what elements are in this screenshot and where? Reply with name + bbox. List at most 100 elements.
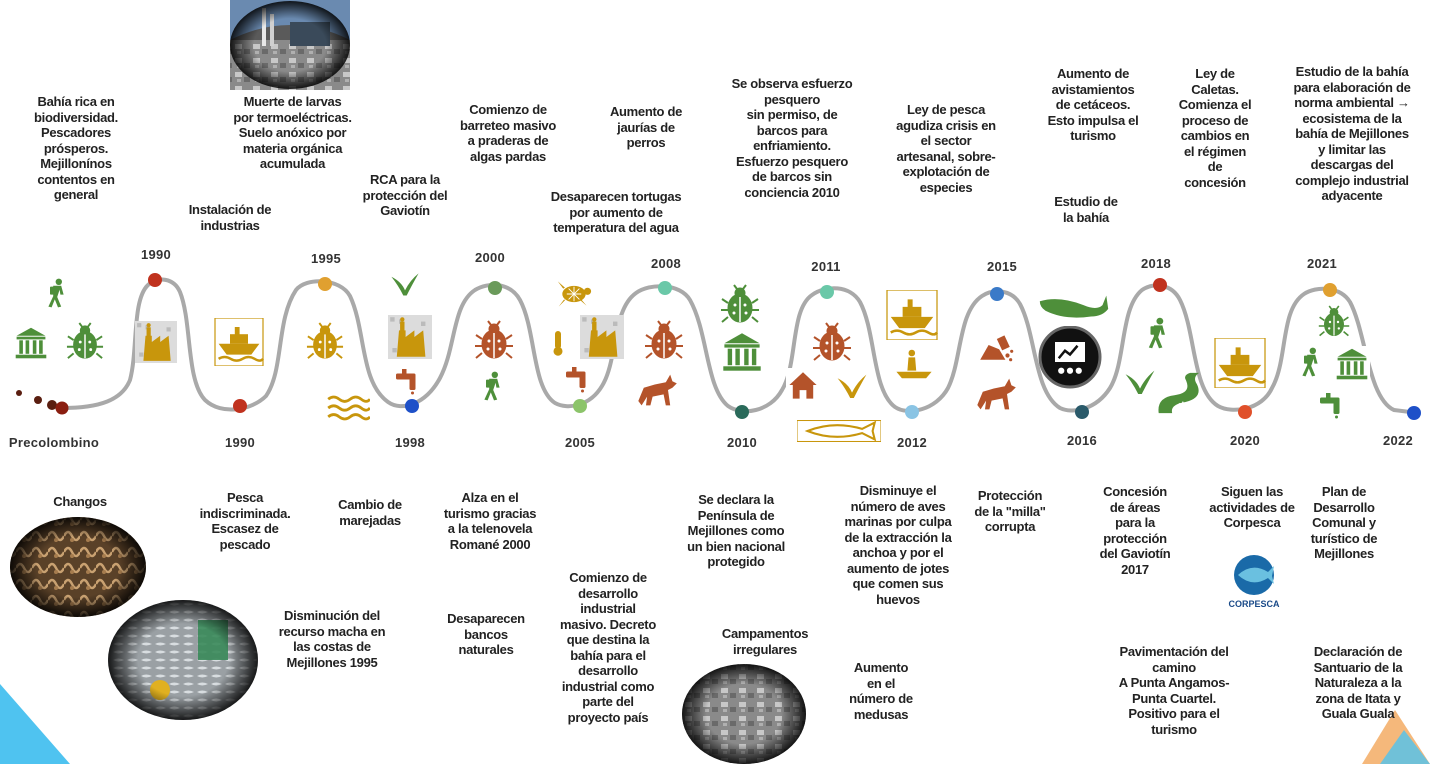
dot-1990-bottom (233, 399, 247, 413)
museum-icon (720, 330, 764, 374)
year-2012: 2012 (896, 435, 928, 450)
waves-icon (326, 395, 370, 421)
factory-icon (135, 321, 177, 363)
event-peninsula-protegido: Se declara la Península de Mejillones co… (687, 492, 785, 569)
beetle-icon (66, 322, 104, 360)
event-bahia-rica: Bahía rica en biodiversidad. Pescadores … (34, 94, 118, 202)
dot-2016 (1075, 405, 1089, 419)
dot-2005 (573, 399, 587, 413)
dot-2022 (1407, 406, 1421, 420)
year-2016: 2016 (1066, 433, 1098, 448)
event-cambio-marejadas: Cambio de marejadas (338, 497, 402, 528)
trash-icon (976, 324, 1018, 366)
event-norma-ambiental: Estudio de la bahía para elaboración de … (1293, 64, 1411, 203)
dot-1998 (405, 399, 419, 413)
faucet-icon (1317, 390, 1347, 420)
dot-precolombino-3 (47, 400, 57, 410)
fish-icon (797, 420, 881, 442)
photo-power-plant (230, 0, 350, 90)
year-1998: 1998 (394, 435, 426, 450)
event-desaparecen-tortugas: Desaparecen tortugas por aumento de temp… (550, 189, 682, 235)
year-2020: 2020 (1229, 433, 1261, 448)
dot-2008 (658, 281, 672, 295)
dot-2011 (820, 285, 834, 299)
year-precolombino: Precolombino (8, 435, 100, 450)
beetle-icon (1318, 305, 1350, 337)
dot-2000 (488, 281, 502, 295)
event-ley-pesca: Ley de pesca agudiza crisis en el sector… (896, 102, 996, 195)
dot-1990-top (148, 273, 162, 287)
event-esfuerzo-pesquero: Se observa esfuerzo pesquero sin permiso… (731, 76, 853, 200)
photo-camps (682, 664, 806, 764)
presentation-icon (1038, 325, 1102, 389)
faucet-icon (393, 366, 423, 396)
icons (13, 270, 1370, 442)
wolf-icon (635, 368, 679, 412)
event-changos: Changos (53, 494, 107, 509)
beetle-icon (812, 322, 852, 362)
house-icon (786, 368, 820, 402)
event-ley-caletas: Ley de Caletas. Comienza el proceso de c… (1178, 66, 1252, 190)
event-rca-gaviotin: RCA para la protección del Gaviotín (362, 172, 448, 218)
event-aves-marinas: Disminuye el número de aves marinas por … (844, 483, 952, 607)
corner-decoration-right-blue (1380, 730, 1430, 764)
hiker-icon (478, 370, 510, 402)
dot-2021 (1323, 283, 1337, 297)
photo-changos (10, 517, 146, 617)
event-barreteo-algas: Comienzo de barreteo masivo a praderas d… (460, 102, 556, 164)
event-estudio-bahia: Estudio de la bahía (1054, 194, 1118, 225)
event-recurso-macha: Disminución del recurso macha en las cos… (278, 608, 386, 670)
event-desarrollo-industrial: Comienzo de desarrollo industrial masivo… (560, 570, 656, 725)
event-proteccion-milla: Protección de la "milla" corrupta (974, 488, 1046, 534)
hiker-icon (1142, 316, 1176, 350)
dot-2015 (990, 287, 1004, 301)
event-medusas: Aumento en el número de medusas (849, 660, 913, 722)
bird-icon (834, 371, 870, 407)
year-1990-bottom: 1990 (224, 435, 256, 450)
boat-icon (1213, 338, 1267, 388)
turtle-icon (557, 280, 592, 308)
dot-2012 (905, 405, 919, 419)
photo-fishing (108, 600, 258, 720)
beetle-icon (644, 320, 684, 360)
museum-icon (1334, 346, 1370, 382)
wolf-icon (974, 372, 1018, 416)
event-campamentos: Campamentos irregulares (721, 626, 809, 657)
hiker-icon (1296, 346, 1328, 378)
corner-decoration-left (0, 684, 70, 764)
museum-icon (13, 325, 49, 361)
year-2000: 2000 (474, 250, 506, 265)
event-instalacion-industrias: Instalación de industrias (188, 202, 272, 233)
dot-2018 (1153, 278, 1167, 292)
whale-icon (1036, 288, 1112, 326)
event-pavimentacion: Pavimentación del camino A Punta Angamos… (1118, 644, 1230, 737)
year-1995: 1995 (310, 251, 342, 266)
event-corpesca: Siguen las actividades de Corpesca (1209, 484, 1295, 530)
thermometer-icon (543, 328, 573, 358)
beetle-icon (306, 322, 344, 360)
dot-precolombino-4 (55, 401, 69, 415)
beetle-icon (474, 320, 514, 360)
event-pesca-indiscriminada: Pesca indiscriminada. Escasez de pescado (199, 490, 291, 552)
faucet-icon (563, 364, 593, 394)
year-2021: 2021 (1306, 256, 1338, 271)
event-jaurias-perros: Aumento de jaurías de perros (609, 104, 683, 150)
year-2022: 2022 (1382, 433, 1414, 448)
year-2005: 2005 (564, 435, 596, 450)
boat-icon (885, 290, 939, 340)
beetle-icon (720, 284, 760, 324)
year-2010: 2010 (726, 435, 758, 450)
dot-2010 (735, 405, 749, 419)
fisherman-icon (892, 342, 936, 386)
dot-precolombino-2 (34, 396, 42, 404)
corpesca-logo-text: CORPESCA (1228, 599, 1280, 609)
event-cetaceos: Aumento de avistamientos de cetáceos. Es… (1047, 66, 1139, 143)
dot-precolombino-1 (16, 390, 22, 396)
event-muerte-larvas: Muerte de larvas por termoeléctricas. Su… (233, 94, 352, 171)
boat-icon (213, 318, 265, 366)
event-alza-turismo: Alza en el turismo gracias a la telenove… (443, 490, 537, 552)
bird-icon (1122, 367, 1158, 403)
corpesca-logo: CORPESCA (1224, 552, 1284, 610)
dot-1995 (318, 277, 332, 291)
